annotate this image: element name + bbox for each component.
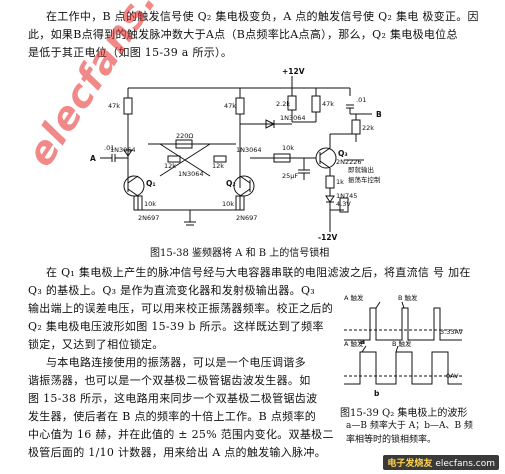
label-q3-type: 2N2226 bbox=[336, 158, 362, 166]
para-1-line-1: 在工作中，B 点的触发信号使 Q₂ 集电极变负，A 点的触发信号使 Q₂ 集电 … bbox=[46, 10, 479, 23]
supply-minus12v: -12V bbox=[318, 233, 338, 242]
label-2-2k: 2.2k bbox=[276, 100, 290, 108]
label-12k-b: 12k bbox=[212, 162, 224, 170]
label-q1: Q₁ bbox=[146, 179, 156, 188]
para-2-line-5: 锁定，又达到了相位锁定。 bbox=[28, 338, 164, 351]
label-10k-a: 10k bbox=[282, 144, 294, 152]
label-220: 220Ω bbox=[176, 132, 193, 140]
para-3-line-2: 谐振荡器，也可以是一个双基极二极管锯齿波发生器。如 bbox=[28, 374, 311, 387]
label-q1-type: 2N697 bbox=[138, 214, 159, 222]
label-d-3064-mid-a: 1N3064 bbox=[178, 170, 204, 178]
label-10k-b: 10k bbox=[144, 200, 156, 208]
wave-b-trigger: B 触发 bbox=[398, 293, 418, 302]
label-47k-left: 47k bbox=[108, 102, 120, 110]
logo-text: 电子发烧友 bbox=[387, 459, 433, 469]
label-q3: Q₃ bbox=[338, 149, 348, 158]
para-3-line-1: 与本电路连接使用的振荡器，可以是一个电压调谐多 bbox=[46, 356, 306, 369]
para-2-line-3: 输出端上的误差电压，可以用来校正振荡器频率。校正之后的 bbox=[28, 302, 334, 315]
label-zener-v: 4.3V bbox=[336, 200, 351, 208]
wave-2-a-trigger: A 触发 bbox=[344, 339, 364, 348]
label-d-3064-top: 1N3064 bbox=[280, 114, 306, 122]
para-2-line-4: Q₂ 集电极电压波形如图 15-39 b 所示。这样既达到了频率 bbox=[28, 320, 324, 333]
output-note-1: 即就输出 bbox=[348, 165, 374, 174]
label-q2-type: 2N697 bbox=[236, 214, 257, 222]
label-c-01-b: .01 bbox=[356, 96, 366, 104]
wave-a-trigger: A 触发 bbox=[344, 293, 364, 302]
wave-tag-b: b bbox=[374, 389, 380, 398]
supply-plus12v: +12V bbox=[282, 67, 305, 76]
para-1-line-2: 此，如果B点得到的触发脉冲数大于A点（B点频率比A点高），那么，Q₂ 集电极电位… bbox=[28, 28, 458, 41]
label-1k: 1k bbox=[336, 178, 344, 186]
fig-15-39-caption-3: 率相等时的锁相频率。 bbox=[346, 435, 437, 445]
site-logo: 电子发烧友 elecfans.com bbox=[383, 455, 499, 470]
label-47k-right: 47k bbox=[322, 100, 334, 108]
label-q2: Q₂ bbox=[226, 179, 236, 188]
label-25uf: 25μF bbox=[282, 172, 298, 180]
para-3-line-3: 图 15-38 所示，这电路用来同步一个双基极二极管锯齿波 bbox=[28, 392, 318, 405]
para-2-line-1: 在 Q₁ 集电极上产生的脉冲信号经与大电容器串联的电阻滤波之后，将直流信 号 加… bbox=[46, 266, 471, 279]
label-10k-c: 10k bbox=[222, 200, 234, 208]
label-zener: 1N745 bbox=[336, 192, 357, 200]
fig-15-39-caption-1: 图15-39 Q₂ 集电极上的波形 bbox=[340, 408, 468, 419]
para-1-line-3: 是低于其正电位（如图 15-39 a 所示）。 bbox=[28, 46, 233, 59]
para-3-line-6: 极管后面的 1/10 计数器，用来给出 A 点的触发输入脉冲。 bbox=[28, 446, 326, 459]
fig-15-38-caption: 图15-38 鉴频器将 A 和 B 上的信号锁相 bbox=[150, 248, 330, 259]
label-c-01-a: .01 bbox=[104, 144, 114, 152]
para-3-line-5: 中心值为 16 赫，并在此值的 ± 25% 范围内变化。双基极二 bbox=[28, 428, 334, 441]
para-2-line-2: Q₃ 的基极上。Q₃ 是作为直流变化器和发射极输出器。Q₃ bbox=[28, 284, 315, 297]
para-3-line-4: 发生器，使后者在 B 点的频率的十倍上工作。B 点频率的 bbox=[28, 410, 317, 423]
wave-2-b-trigger: B 触发 bbox=[392, 339, 412, 348]
label-22k-out: 22k bbox=[362, 124, 374, 132]
logo-sub: elecfans.com bbox=[435, 459, 495, 469]
fig-15-39-caption-2: a—B 频率大于 A；b—A、B 频 bbox=[346, 421, 473, 431]
node-a: A bbox=[90, 154, 96, 163]
label-d-3064-left: 1N3064 bbox=[110, 146, 136, 154]
label-12k-a: 12k bbox=[164, 162, 176, 170]
node-b: B bbox=[376, 110, 382, 119]
wave-tag-a: a bbox=[360, 337, 365, 346]
label-47k-mid: 47k bbox=[224, 102, 236, 110]
label-d-3064-mid-b: 1N3064 bbox=[236, 146, 262, 154]
wave-a-level: 3.33AV bbox=[440, 328, 464, 336]
output-note-2: 振荡车控制 bbox=[348, 175, 381, 184]
wave-b-level: 0AV bbox=[446, 372, 459, 380]
